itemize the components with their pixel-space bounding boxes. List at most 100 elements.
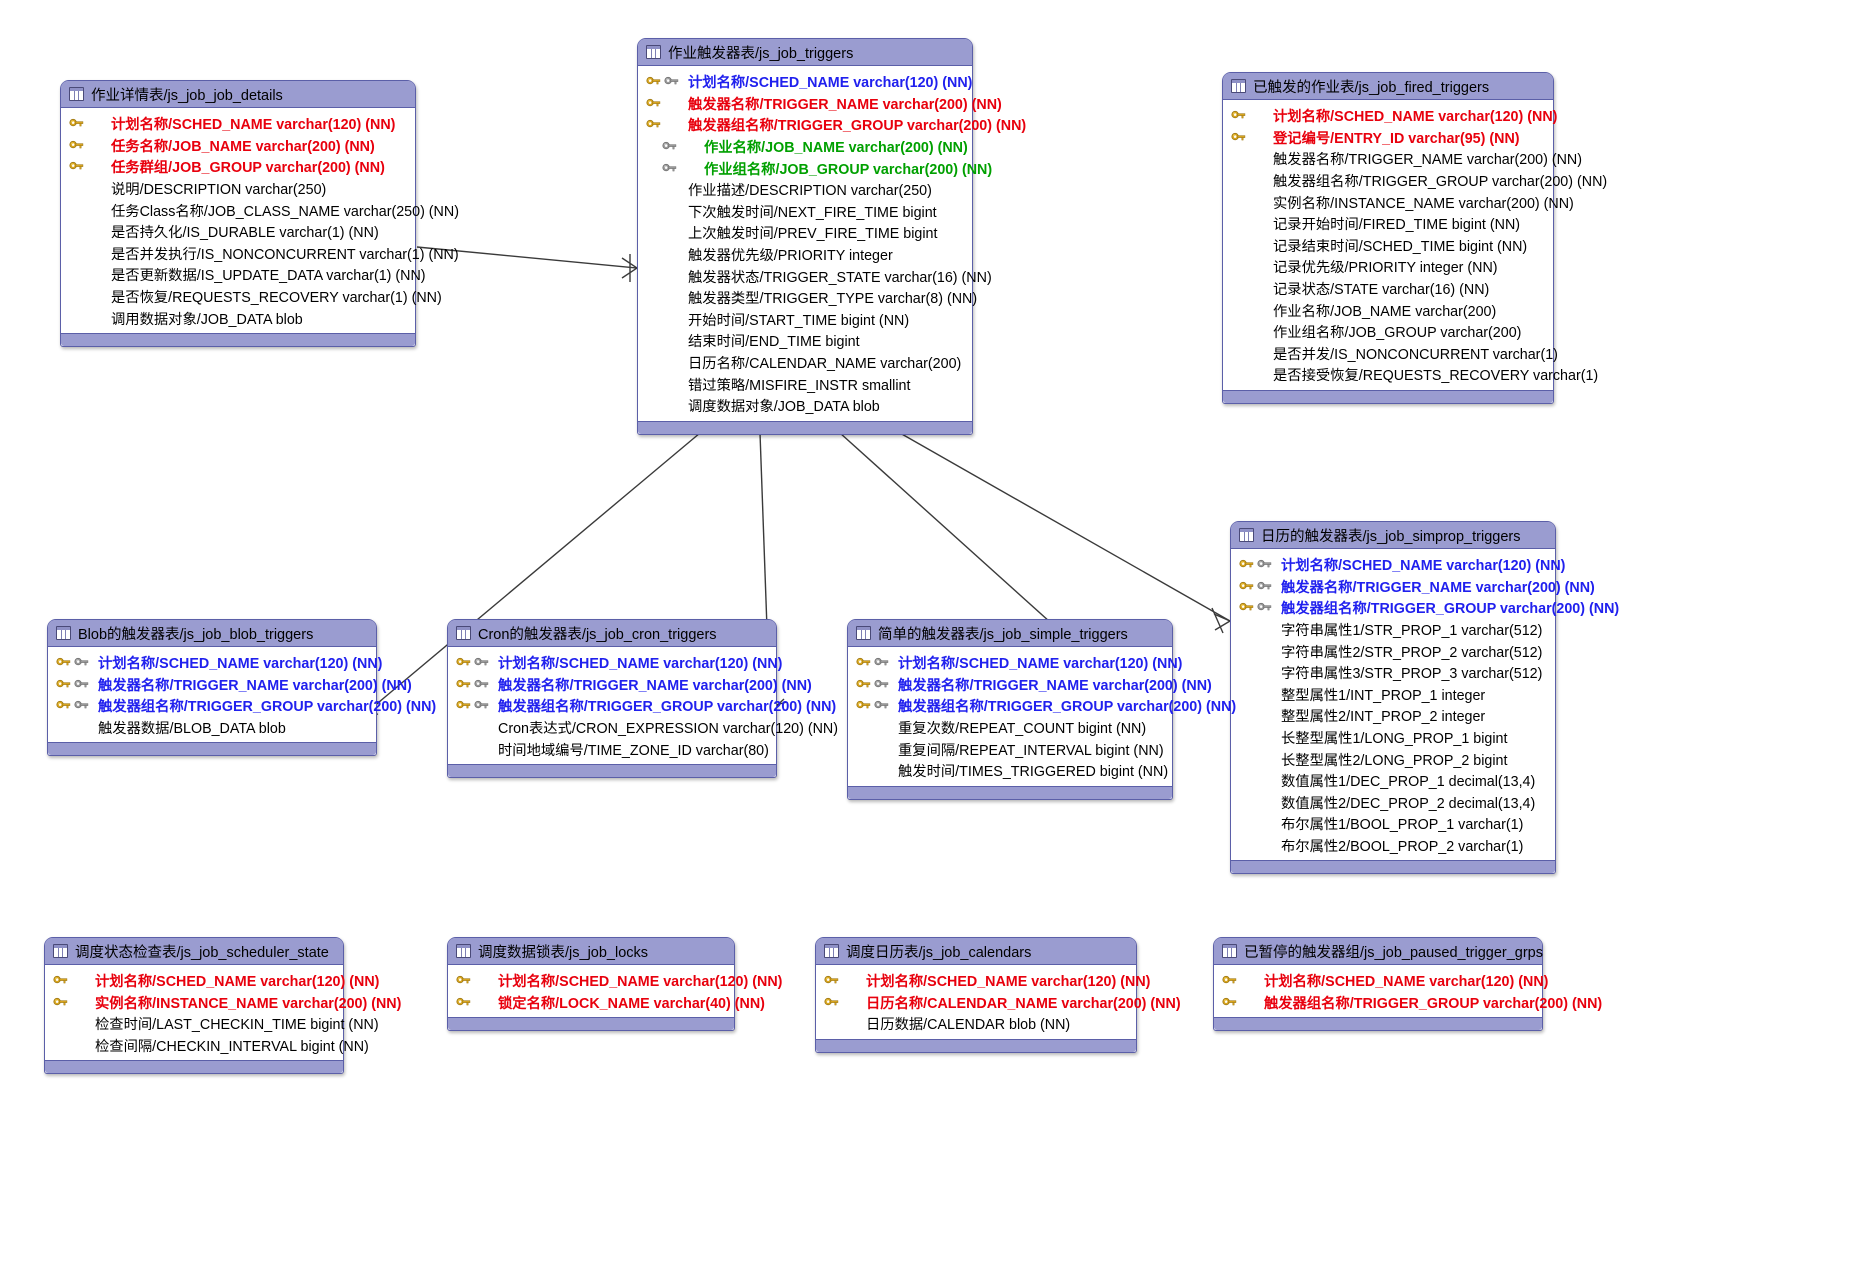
column-row[interactable]: 结束时间/END_TIME bigint <box>638 330 972 352</box>
column-row[interactable]: 数值属性2/DEC_PROP_2 decimal(13,4) <box>1231 792 1555 814</box>
column-row[interactable]: 是否并发执行/IS_NONCONCURRENT varchar(1) (NN) <box>61 243 459 265</box>
column-row[interactable]: 日历数据/CALENDAR blob (NN) <box>816 1013 1136 1035</box>
column-row[interactable]: 作业名称/JOB_NAME varchar(200) <box>1223 299 1553 321</box>
table-header-locks[interactable]: 调度数据锁表/js_job_locks <box>448 938 734 965</box>
column-row[interactable]: 触发器名称/TRIGGER_NAME varchar(200) (NN) <box>1223 148 1582 170</box>
column-row[interactable]: 触发器组名称/TRIGGER_GROUP varchar(200) (NN) <box>1231 597 1619 619</box>
column-row[interactable]: 调用数据对象/JOB_DATA blob <box>61 307 415 329</box>
table-header-blob_triggers[interactable]: Blob的触发器表/js_job_blob_triggers <box>48 620 376 647</box>
column-row[interactable]: 长整型属性1/LONG_PROP_1 bigint <box>1231 727 1555 749</box>
column-row[interactable]: 触发器组名称/TRIGGER_GROUP varchar(200) (NN) <box>1223 170 1607 192</box>
column-row[interactable]: 触发器名称/TRIGGER_NAME varchar(200) (NN) <box>848 674 1212 696</box>
column-row[interactable]: 计划名称/SCHED_NAME varchar(120) (NN) <box>848 652 1182 674</box>
column-row[interactable]: 记录状态/STATE varchar(16) (NN) <box>1223 278 1553 300</box>
column-row[interactable]: 作业组名称/JOB_GROUP varchar(200) (NN) <box>638 157 992 179</box>
table-header-paused_trigger_grps[interactable]: 已暂停的触发器组/js_job_paused_trigger_grps <box>1214 938 1543 965</box>
column-row[interactable]: 触发器优先级/PRIORITY integer <box>638 244 972 266</box>
column-row[interactable]: 计划名称/SCHED_NAME varchar(120) (NN) <box>816 970 1150 992</box>
column-row[interactable]: 检查时间/LAST_CHECKIN_TIME bigint (NN) <box>45 1013 379 1035</box>
column-row[interactable]: 错过策略/MISFIRE_INSTR smallint <box>638 373 972 395</box>
table-header-simple_triggers[interactable]: 简单的触发器表/js_job_simple_triggers <box>848 620 1172 647</box>
column-row[interactable]: 上次触发时间/PREV_FIRE_TIME bigint <box>638 222 972 244</box>
entity-table-scheduler_state[interactable]: 调度状态检查表/js_job_scheduler_state 计划名称/SCHED… <box>44 937 401 1075</box>
table-header-cron_triggers[interactable]: Cron的触发器表/js_job_cron_triggers <box>448 620 776 647</box>
column-row[interactable]: 检查间隔/CHECKIN_INTERVAL bigint (NN) <box>45 1035 369 1057</box>
column-row[interactable]: 日历名称/CALENDAR_NAME varchar(200) <box>638 352 972 374</box>
column-row[interactable]: 重复次数/REPEAT_COUNT bigint (NN) <box>848 717 1172 739</box>
column-row[interactable]: 长整型属性2/LONG_PROP_2 bigint <box>1231 748 1555 770</box>
column-row[interactable]: 重复间隔/REPEAT_INTERVAL bigint (NN) <box>848 738 1172 760</box>
table-header-scheduler_state[interactable]: 调度状态检查表/js_job_scheduler_state <box>45 938 343 965</box>
entity-table-paused_trigger_grps[interactable]: 已暂停的触发器组/js_job_paused_trigger_grps 计划名称/… <box>1213 937 1602 1032</box>
column-row[interactable]: 记录开始时间/FIRED_TIME bigint (NN) <box>1223 213 1553 235</box>
column-row[interactable]: 记录结束时间/SCHED_TIME bigint (NN) <box>1223 235 1553 257</box>
column-row[interactable]: 触发器状态/TRIGGER_STATE varchar(16) (NN) <box>638 265 992 287</box>
column-row[interactable]: 是否恢复/REQUESTS_RECOVERY varchar(1) (NN) <box>61 286 442 308</box>
entity-table-calendars[interactable]: 调度日历表/js_job_calendars 计划名称/SCHED_NAME va… <box>815 937 1181 1053</box>
column-row[interactable]: 作业描述/DESCRIPTION varchar(250) <box>638 179 972 201</box>
column-row[interactable]: 整型属性1/INT_PROP_1 integer <box>1231 684 1555 706</box>
entity-table-locks[interactable]: 调度数据锁表/js_job_locks 计划名称/SCHED_NAME varch… <box>447 937 782 1032</box>
column-row[interactable]: 是否更新数据/IS_UPDATE_DATA varchar(1) (NN) <box>61 264 426 286</box>
column-row[interactable]: 作业名称/JOB_NAME varchar(200) (NN) <box>638 136 972 158</box>
column-row[interactable]: 触发器组名称/TRIGGER_GROUP varchar(200) (NN) <box>448 695 836 717</box>
column-row[interactable]: 整型属性2/INT_PROP_2 integer <box>1231 705 1555 727</box>
column-row[interactable]: 计划名称/SCHED_NAME varchar(120) (NN) <box>1214 970 1548 992</box>
column-row[interactable]: 开始时间/START_TIME bigint (NN) <box>638 309 972 331</box>
column-row[interactable]: 计划名称/SCHED_NAME varchar(120) (NN) <box>1223 105 1557 127</box>
column-row[interactable]: 触发器名称/TRIGGER_NAME varchar(200) (NN) <box>48 674 412 696</box>
entity-table-job_triggers[interactable]: 作业触发器表/js_job_triggers 计划名称/SCHED_NAME va… <box>637 38 1026 435</box>
column-row[interactable]: 布尔属性1/BOOL_PROP_1 varchar(1) <box>1231 813 1555 835</box>
column-row[interactable]: 说明/DESCRIPTION varchar(250) <box>61 178 415 200</box>
table-header-job_triggers[interactable]: 作业触发器表/js_job_triggers <box>638 39 972 66</box>
column-row[interactable]: Cron表达式/CRON_EXPRESSION varchar(120) (NN… <box>448 717 838 739</box>
table-header-job_details[interactable]: 作业详情表/js_job_job_details <box>61 81 415 108</box>
column-row[interactable]: 字符串属性1/STR_PROP_1 varchar(512) <box>1231 619 1555 641</box>
column-row[interactable]: 作业组名称/JOB_GROUP varchar(200) <box>1223 321 1553 343</box>
entity-table-simprop_triggers[interactable]: 日历的触发器表/js_job_simprop_triggers 计划名称/SCHE… <box>1230 521 1619 875</box>
entity-table-cron_triggers[interactable]: Cron的触发器表/js_job_cron_triggers 计划名称/SCHED… <box>447 619 838 778</box>
column-row[interactable]: 计划名称/SCHED_NAME varchar(120) (NN) <box>45 970 379 992</box>
column-row[interactable]: 触发器名称/TRIGGER_NAME varchar(200) (NN) <box>638 93 1002 115</box>
entity-table-simple_triggers[interactable]: 简单的触发器表/js_job_simple_triggers 计划名称/SCHED… <box>847 619 1236 800</box>
column-row[interactable]: 锁定名称/LOCK_NAME varchar(40) (NN) <box>448 992 765 1014</box>
table-header-fired_triggers[interactable]: 已触发的作业表/js_job_fired_triggers <box>1223 73 1553 100</box>
column-row[interactable]: 实例名称/INSTANCE_NAME varchar(200) (NN) <box>1223 191 1574 213</box>
column-row[interactable]: 触发器类型/TRIGGER_TYPE varchar(8) (NN) <box>638 287 977 309</box>
column-row[interactable]: 触发器名称/TRIGGER_NAME varchar(200) (NN) <box>1231 576 1595 598</box>
column-row[interactable]: 计划名称/SCHED_NAME varchar(120) (NN) <box>638 71 972 93</box>
column-row[interactable]: 计划名称/SCHED_NAME varchar(120) (NN) <box>1231 554 1565 576</box>
column-row[interactable]: 记录优先级/PRIORITY integer (NN) <box>1223 256 1553 278</box>
column-row[interactable]: 计划名称/SCHED_NAME varchar(120) (NN) <box>61 113 415 135</box>
column-row[interactable]: 登记编号/ENTRY_ID varchar(95) (NN) <box>1223 127 1553 149</box>
column-row[interactable]: 触发器组名称/TRIGGER_GROUP varchar(200) (NN) <box>48 695 436 717</box>
column-row[interactable]: 触发器组名称/TRIGGER_GROUP varchar(200) (NN) <box>1214 992 1602 1014</box>
column-row[interactable]: 触发器数据/BLOB_DATA blob <box>48 717 376 739</box>
entity-table-fired_triggers[interactable]: 已触发的作业表/js_job_fired_triggers 计划名称/SCHED_… <box>1222 72 1607 404</box>
column-row[interactable]: 日历名称/CALENDAR_NAME varchar(200) (NN) <box>816 992 1181 1014</box>
column-row[interactable]: 实例名称/INSTANCE_NAME varchar(200) (NN) <box>45 992 401 1014</box>
column-row[interactable]: 布尔属性2/BOOL_PROP_2 varchar(1) <box>1231 835 1555 857</box>
column-row[interactable]: 数值属性1/DEC_PROP_1 decimal(13,4) <box>1231 770 1555 792</box>
column-row[interactable]: 计划名称/SCHED_NAME varchar(120) (NN) <box>448 652 782 674</box>
column-row[interactable]: 触发时间/TIMES_TRIGGERED bigint (NN) <box>848 760 1172 782</box>
column-row[interactable]: 触发器名称/TRIGGER_NAME varchar(200) (NN) <box>448 674 812 696</box>
column-row[interactable]: 计划名称/SCHED_NAME varchar(120) (NN) <box>448 970 782 992</box>
column-row[interactable]: 是否持久化/IS_DURABLE varchar(1) (NN) <box>61 221 415 243</box>
column-row[interactable]: 时间地域编号/TIME_ZONE_ID varchar(80) <box>448 738 776 760</box>
column-row[interactable]: 是否接受恢复/REQUESTS_RECOVERY varchar(1) <box>1223 364 1598 386</box>
column-row[interactable]: 是否并发/IS_NONCONCURRENT varchar(1) <box>1223 343 1558 365</box>
table-header-calendars[interactable]: 调度日历表/js_job_calendars <box>816 938 1136 965</box>
column-row[interactable]: 任务群组/JOB_GROUP varchar(200) (NN) <box>61 156 415 178</box>
entity-table-blob_triggers[interactable]: Blob的触发器表/js_job_blob_triggers 计划名称/SCHED… <box>47 619 436 757</box>
column-row[interactable]: 字符串属性3/STR_PROP_3 varchar(512) <box>1231 662 1555 684</box>
column-row[interactable]: 计划名称/SCHED_NAME varchar(120) (NN) <box>48 652 382 674</box>
column-row[interactable]: 字符串属性2/STR_PROP_2 varchar(512) <box>1231 640 1555 662</box>
entity-table-job_details[interactable]: 作业详情表/js_job_job_details 计划名称/SCHED_NAME … <box>60 80 459 347</box>
column-row[interactable]: 触发器组名称/TRIGGER_GROUP varchar(200) (NN) <box>638 114 1026 136</box>
column-row[interactable]: 任务Class名称/JOB_CLASS_NAME varchar(250) (N… <box>61 199 459 221</box>
column-row[interactable]: 任务名称/JOB_NAME varchar(200) (NN) <box>61 135 415 157</box>
column-row[interactable]: 调度数据对象/JOB_DATA blob <box>638 395 972 417</box>
table-header-simprop_triggers[interactable]: 日历的触发器表/js_job_simprop_triggers <box>1231 522 1555 549</box>
column-row[interactable]: 触发器组名称/TRIGGER_GROUP varchar(200) (NN) <box>848 695 1236 717</box>
